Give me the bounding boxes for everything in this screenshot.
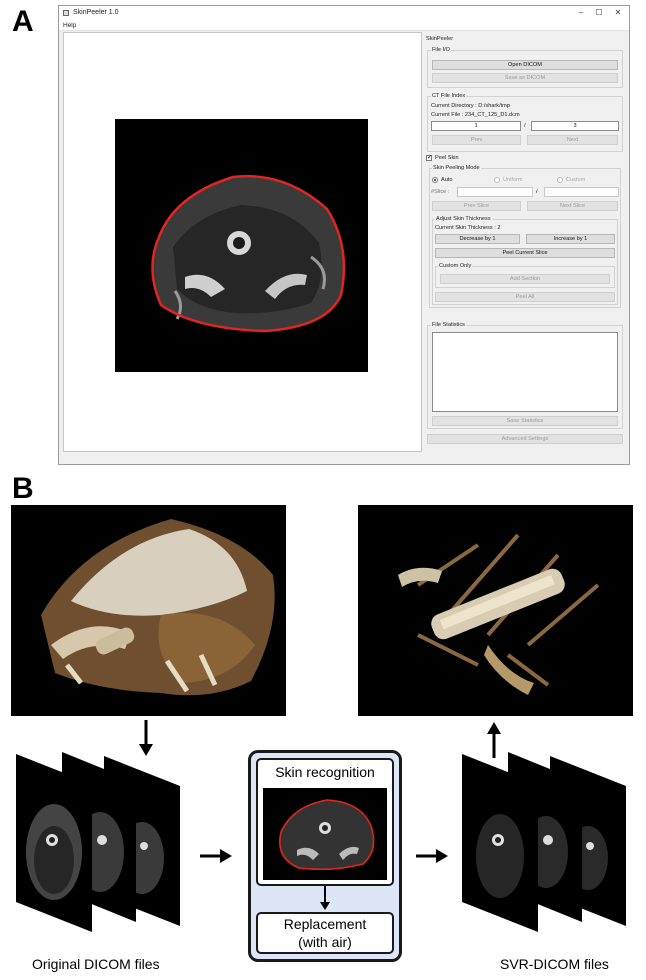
skin-recognition-title: Skin recognition (275, 764, 375, 780)
file-io-group (427, 50, 623, 88)
title-bar: SkinPeeler 1.0 – ☐ ✕ (59, 6, 629, 20)
save-statistics-button[interactable]: Save Statistics (432, 416, 618, 426)
original-dicom-stack (12, 748, 192, 938)
ct-index-title: CT File Index (431, 92, 467, 100)
close-button[interactable]: ✕ (614, 8, 622, 17)
panel-label-b: B (12, 472, 34, 505)
original-volume-render (11, 505, 286, 716)
ct-slice-image (115, 119, 368, 372)
menu-help[interactable]: Help (63, 22, 77, 29)
svr-dicom-caption: SVR-DICOM files (500, 956, 609, 972)
advanced-settings-button[interactable]: Advanced Settings (427, 434, 623, 444)
original-dicom-caption: Original DICOM files (32, 956, 160, 972)
window-title: SkinPeeler 1.0 (73, 9, 119, 16)
slice-separator: / (536, 189, 538, 195)
next-slice-button[interactable]: Next Slice (527, 201, 618, 211)
peel-current-slice-button[interactable]: Peel Current Slice (435, 248, 615, 258)
svr-slice-front (462, 754, 538, 932)
skin-peeling-mode-group (429, 168, 621, 308)
slice-label: #Slice : (431, 189, 450, 195)
app-icon (63, 10, 69, 16)
slice-index-input[interactable] (457, 187, 533, 197)
current-file: Current File : 234_CT_125_D1.dcm (431, 112, 520, 118)
next-file-button[interactable]: Next (527, 135, 618, 145)
right-arrow-icon (198, 846, 234, 871)
up-arrow-icon (484, 720, 504, 765)
replacement-line-1: Replacement (283, 916, 367, 932)
panel-label-a: A (12, 5, 34, 38)
custom-only-title: Custom Only (438, 262, 473, 270)
skinpeeler-group-label: SkinPeeler (426, 36, 454, 42)
current-directory: Current Directory : D:/shark/tmp (431, 103, 510, 109)
maximize-button[interactable]: ☐ (595, 8, 603, 17)
down-arrow-icon (136, 718, 156, 763)
svr-dicom-stack (458, 748, 638, 938)
auto-radio[interactable] (432, 177, 438, 183)
peel-all-button[interactable]: Peel All (435, 292, 615, 302)
slice-front (16, 754, 92, 932)
add-section-button[interactable]: Add Section (440, 274, 610, 284)
peel-skin-checkbox[interactable]: ✓ (426, 155, 433, 161)
increase-button[interactable]: Increase by 1 (526, 234, 615, 244)
prev-file-button[interactable]: Prev (432, 135, 521, 145)
uniform-label: Uniform (503, 177, 523, 183)
skin-thickness-group (432, 219, 618, 305)
custom-radio[interactable] (557, 177, 563, 183)
uniform-radio[interactable] (494, 177, 500, 183)
auto-label: Auto (441, 177, 453, 183)
save-dicom-button[interactable]: Save as DICOM (432, 73, 618, 83)
svr-render-graphic (398, 533, 600, 695)
skin-recognition-thumbnail (263, 788, 387, 880)
slice-total-input[interactable] (544, 187, 619, 197)
minimize-button[interactable]: – (578, 8, 584, 17)
file-io-title: File I/O (431, 46, 452, 54)
original-render-graphic (41, 519, 275, 696)
current-thickness: Current Skin Thickness : 2 (435, 225, 501, 231)
replacement-line-2: (with air) (298, 934, 352, 950)
ct-file-index-group (427, 96, 623, 152)
open-dicom-button[interactable]: Open DICOM (432, 60, 618, 70)
file-statistics-title: File Statistics (431, 321, 466, 329)
prev-slice-button[interactable]: Prev Slice (432, 201, 521, 211)
statistics-textarea[interactable] (432, 332, 618, 412)
skin-outline (151, 175, 346, 333)
file-statistics-group (427, 325, 623, 429)
peeling-mode-title: Skin Peeling Mode (432, 164, 481, 172)
index-separator: / (524, 123, 526, 129)
custom-label: Custom (566, 177, 586, 183)
custom-only-group (435, 266, 615, 288)
svr-volume-render (358, 505, 633, 716)
decrease-button[interactable]: Decrease by 1 (435, 234, 520, 244)
menu-bar: Help (59, 20, 629, 31)
thickness-title: Adjust Skin Thickness (435, 215, 492, 223)
replacement-box (256, 912, 394, 954)
skinpeeler-window: SkinPeeler 1.0 – ☐ ✕ Help SkinPeeler Fil… (58, 5, 630, 465)
file-index-input[interactable]: 1 (431, 121, 521, 131)
down-arrow-small-icon (318, 886, 332, 917)
image-viewer[interactable] (63, 32, 422, 452)
peel-skin-label: Peel Skin (435, 155, 459, 161)
right-arrow-icon-2 (414, 846, 450, 871)
file-total-input[interactable]: 3 (531, 121, 619, 131)
